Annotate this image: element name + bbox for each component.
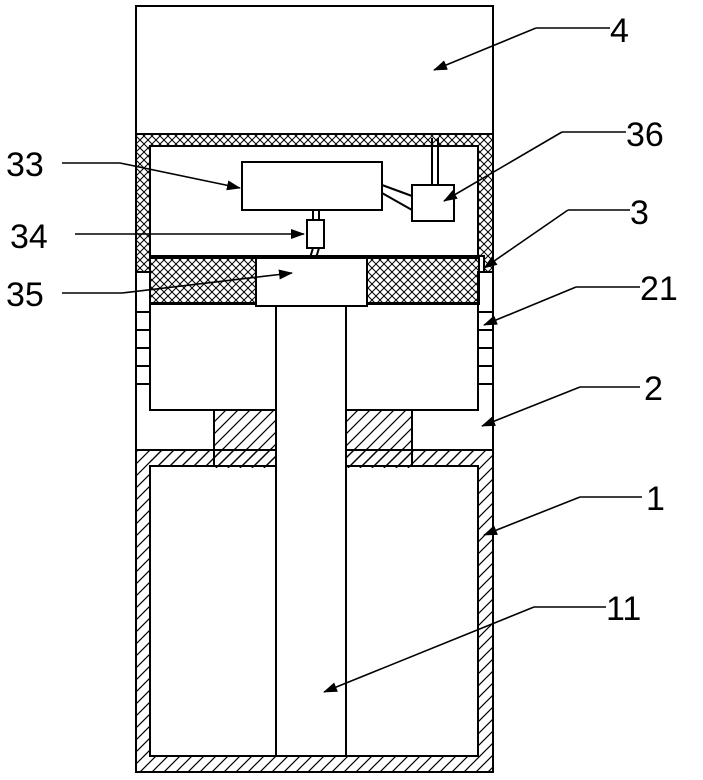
shelf-right bbox=[367, 258, 479, 304]
callout-11: 11 bbox=[606, 590, 641, 628]
callout-21: 21 bbox=[640, 270, 678, 308]
vent-slots-left bbox=[136, 312, 150, 384]
callout-35: 35 bbox=[6, 276, 44, 314]
connector bbox=[307, 220, 324, 248]
shelf-left bbox=[150, 258, 256, 304]
plug-block bbox=[256, 258, 367, 306]
sensor-box bbox=[412, 185, 454, 221]
control-module bbox=[242, 162, 382, 210]
callout-33: 33 bbox=[6, 146, 44, 184]
top-cover bbox=[136, 6, 493, 134]
central-shaft bbox=[276, 306, 346, 756]
callout-34: 34 bbox=[10, 218, 48, 256]
callout-2: 2 bbox=[644, 370, 663, 408]
callout-1: 1 bbox=[646, 480, 665, 518]
callout-3: 3 bbox=[630, 194, 649, 232]
callout-4: 4 bbox=[610, 12, 629, 50]
callout-36: 36 bbox=[626, 116, 664, 154]
